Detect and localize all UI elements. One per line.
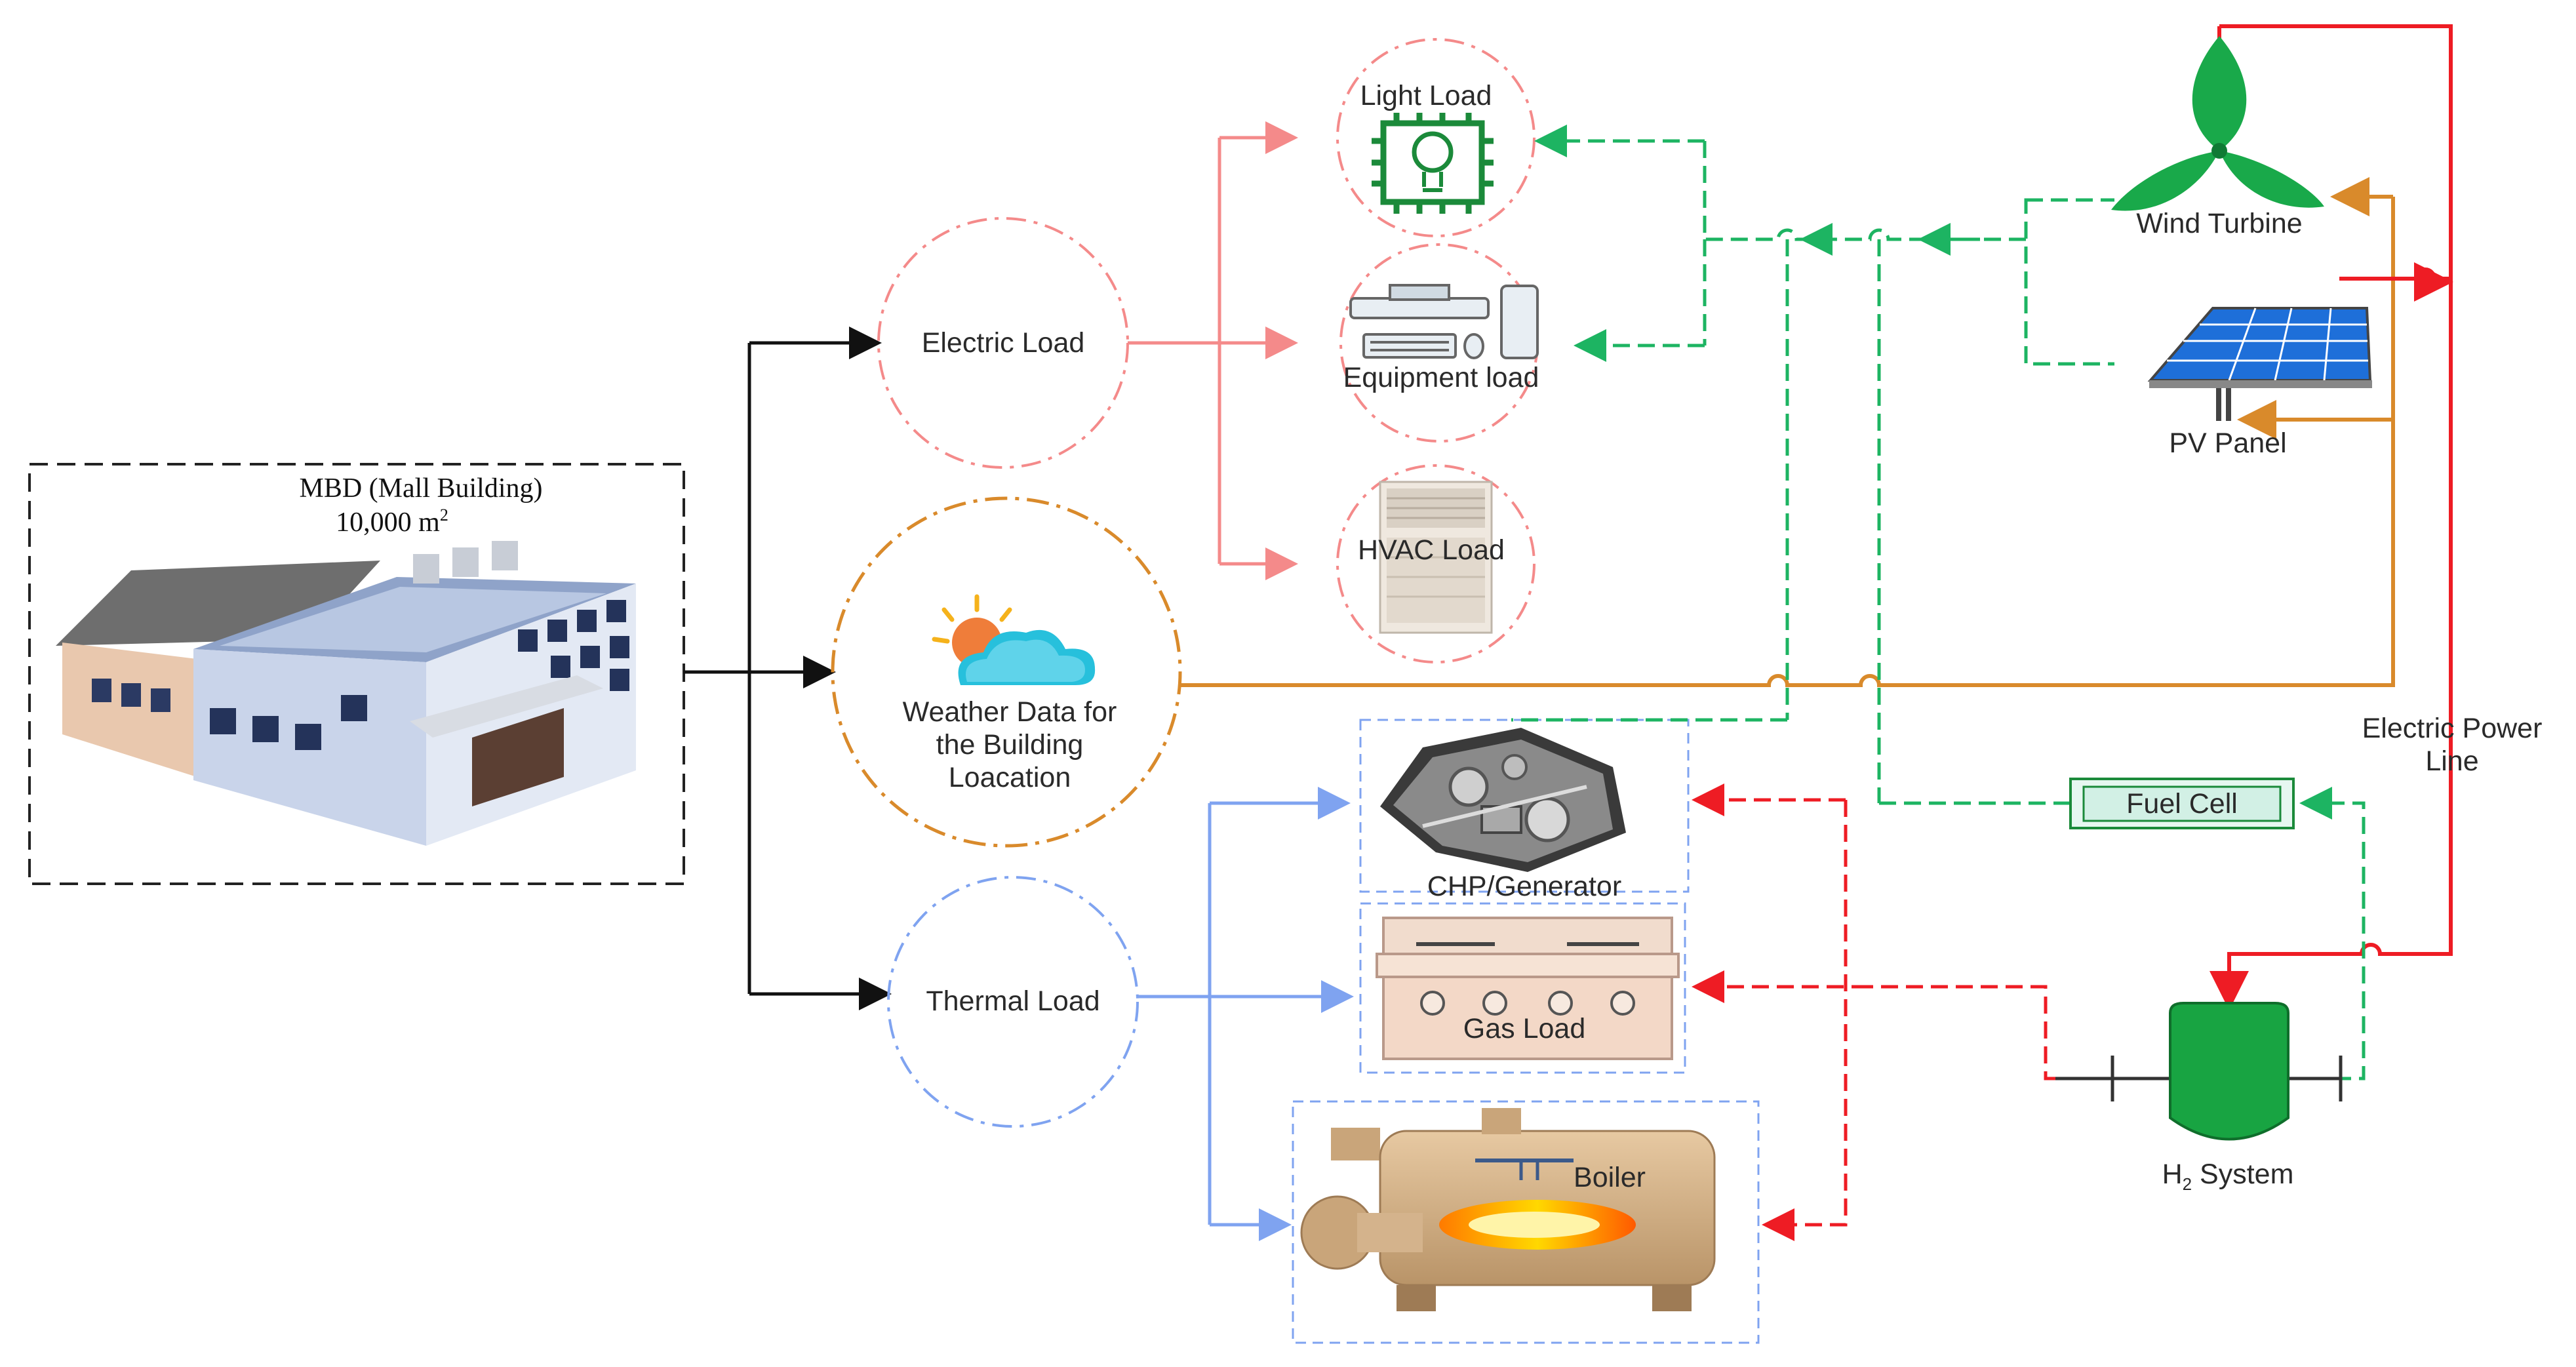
- weather-data-node: Weather Data for the Building Loacation: [831, 496, 1182, 848]
- wind-turbine-node: Wind Turbine: [2111, 36, 2324, 239]
- building-to-loads-connector: [684, 327, 892, 1010]
- thermal-load-label: Thermal Load: [926, 985, 1100, 1017]
- engine-icon: [1380, 728, 1626, 872]
- h2-system-label: H2 System: [2162, 1159, 2294, 1194]
- hydrogen-gas-supply-lines: [1698, 798, 2055, 1227]
- pv-panel-node: PV Panel: [2147, 307, 2372, 459]
- boiler-label: Boiler: [1574, 1162, 1646, 1193]
- sun-cloud-icon: [932, 594, 1096, 685]
- gas-load-node: Gas Load: [1359, 902, 1686, 1074]
- pv-panel-label: PV Panel: [2169, 427, 2286, 459]
- electric-load-distribution: [1128, 121, 1298, 580]
- h2-tank-icon: [2169, 1002, 2289, 1141]
- weather-label-line2: the Building: [936, 729, 1084, 761]
- power-line-label-line2: Line: [2425, 745, 2478, 777]
- wind-turbine-icon: [2111, 36, 2324, 211]
- hvac-load-label: HVAC Load: [1358, 534, 1505, 566]
- fuel-cell-node: Fuel Cell: [2069, 778, 2295, 829]
- light-load-node: Light Load: [1336, 38, 1536, 237]
- solar-panel-icon: [2147, 307, 2372, 421]
- equipment-load-node: Equipment load: [1339, 243, 1539, 443]
- boiler-icon: [1300, 1108, 1716, 1311]
- hvac-unit-icon: [1379, 481, 1493, 634]
- renewable-supply-bus: [1511, 125, 2114, 805]
- chp-generator-node: CHP/Generator: [1359, 719, 1690, 902]
- thermal-load-node: Thermal Load: [887, 876, 1139, 1128]
- chp-generator-label: CHP/Generator: [1427, 871, 1621, 902]
- hydrogen-gas-supply-arrows: [1692, 783, 1794, 1241]
- wind-turbine-label: Wind Turbine: [2136, 208, 2302, 239]
- boiler-node: Boiler: [1292, 1100, 1760, 1344]
- electric-load-node: Electric Load: [877, 217, 1129, 469]
- equipment-load-label: Equipment load: [1343, 362, 1539, 393]
- gas-load-label: Gas Load: [1463, 1013, 1585, 1044]
- weather-data-line: [1180, 177, 2395, 687]
- building-icon: [56, 541, 636, 846]
- thermal-load-distribution: [1138, 787, 1354, 1241]
- h2-to-fuel-cell-line: [2305, 801, 2366, 1080]
- gas-stove-icon: [1376, 917, 1680, 1060]
- electric-load-label: Electric Load: [922, 327, 1085, 359]
- building-area-exponent: 2: [440, 505, 448, 525]
- building-title: MBD (Mall Building): [299, 473, 542, 504]
- building-area-number: 10,000 m: [336, 507, 440, 538]
- h2-system-node: H2 System: [2055, 1002, 2343, 1194]
- weather-label-line1: Weather Data for: [903, 696, 1117, 728]
- fuel-cell-label: Fuel Cell: [2126, 788, 2238, 820]
- light-bulb-chip-icon: [1372, 113, 1494, 214]
- building-area: 10,000 m2: [336, 505, 448, 538]
- computer-equipment-icon: [1349, 284, 1539, 359]
- light-load-label: Light Load: [1360, 80, 1492, 111]
- power-line-label-line1: Electric Power: [2362, 713, 2543, 744]
- mall-building-box: MBD (Mall Building) 10,000 m2: [28, 463, 685, 885]
- weather-label-line3: Loacation: [949, 762, 1071, 793]
- hvac-load-node: HVAC Load: [1336, 464, 1536, 664]
